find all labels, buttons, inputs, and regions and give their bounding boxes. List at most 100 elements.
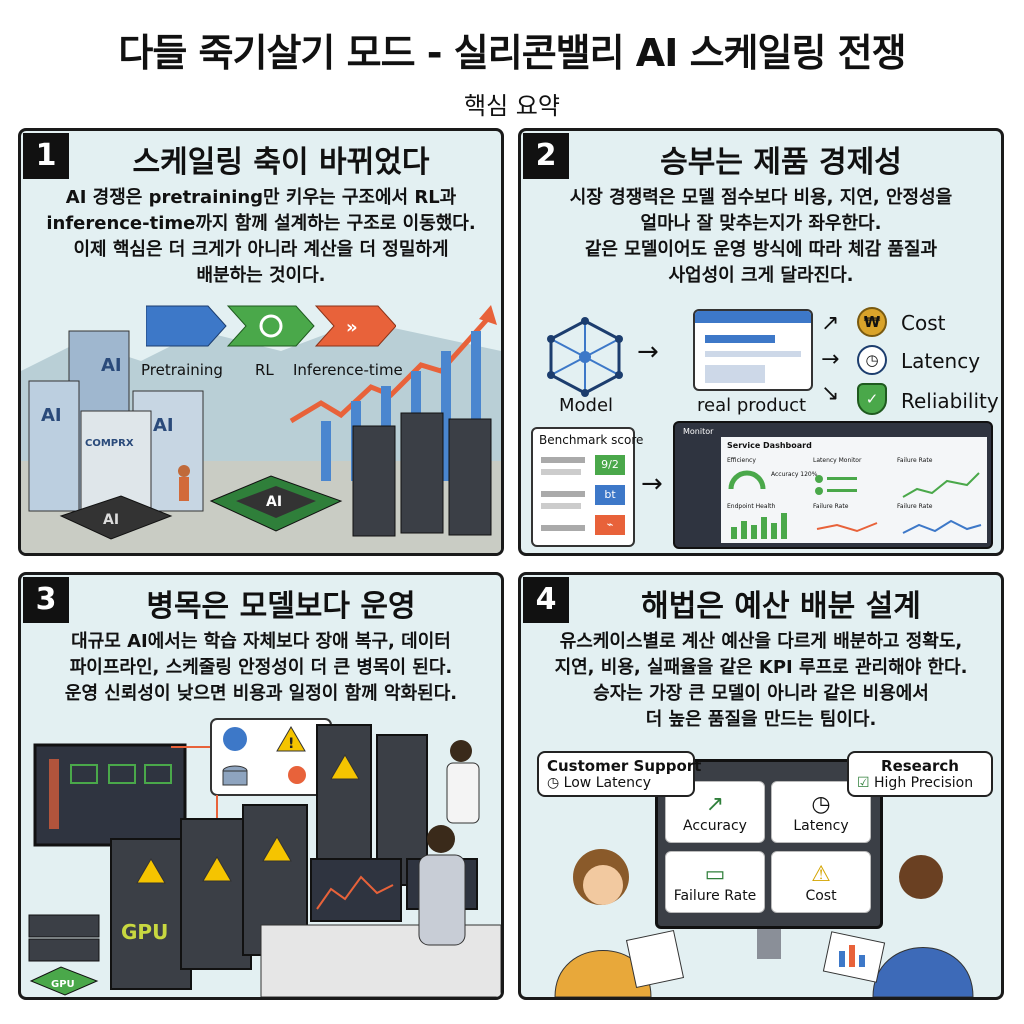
server-unit: [28, 914, 100, 938]
body-line: 파이프라인, 스케줄링 안정성이 더 큰 병목이 된다.: [69, 657, 453, 678]
panel-body: 시장 경쟁력은 모델 점수보다 비용, 지연, 안정성을 얼마나 잘 맞추는지가…: [531, 185, 991, 289]
server-rack: [448, 418, 492, 536]
coin-icon: ₩: [857, 307, 887, 337]
money-icon: ▭: [704, 862, 726, 887]
building-sign: COMPRX: [85, 438, 134, 449]
panel-number: 3: [23, 577, 69, 623]
panel-body: 유스케이스별로 계산 예산을 다르게 배분하고 정확도, 지연, 비용, 실패율…: [531, 629, 991, 733]
warning-icon: [136, 858, 166, 884]
bubble-subtitle-text: Low Latency: [563, 775, 652, 791]
step-label: Pretraining: [141, 361, 223, 379]
ai-chip: [59, 495, 173, 540]
body-line: 사업성이 크게 달라진다.: [668, 265, 854, 286]
arrow-right-icon: →: [637, 337, 659, 367]
scaling-illustration: AI AI AI COMPRX AI AI: [21, 305, 501, 553]
kpi-label: Failure Rate: [673, 888, 757, 904]
trend-up-icon: ↗: [705, 792, 725, 817]
monitor-stand: [757, 929, 781, 959]
page-subtitle: 핵심 요약: [464, 92, 560, 120]
arrow-icon: →: [821, 347, 840, 372]
panel-2: 2 승부는 제품 경제성 시장 경쟁력은 모델 점수보다 비용, 지연, 안정성…: [518, 128, 1004, 556]
building-sign: AI: [101, 355, 122, 376]
server-rack: [352, 425, 396, 537]
person-head: [178, 465, 190, 477]
operations-illustration: ! GPU GPU: [28, 718, 501, 997]
bubble-subtitle-text: High Precision: [874, 775, 974, 791]
body-line: 운영 신뢰성이 낮으면 비용과 일정이 함께 악화된다.: [64, 683, 458, 704]
man-face: [899, 855, 943, 899]
body-line: 같은 모델이어도 운영 방식에 따라 체감 품질과: [584, 239, 938, 260]
desk-monitor: [310, 858, 402, 922]
person-body: [418, 854, 466, 946]
kpi-label: Accuracy: [683, 818, 747, 834]
server-unit: [28, 938, 100, 962]
arrow-icon: ↘: [821, 381, 840, 406]
dashboard-card-title: Failure Rate: [897, 457, 933, 464]
warning-icon: [276, 726, 306, 752]
dashboard-charts: [728, 470, 982, 539]
panel-4: 4 해법은 예산 배분 설계 유스케이스별로 계산 예산을 다르게 배분하고 정…: [518, 572, 1004, 1000]
person-head: [427, 825, 455, 853]
panel-body: 대규모 AI에서는 학습 자체보다 장애 복구, 데이터 파이프라인, 스케줄링…: [31, 629, 491, 707]
technician-body: [446, 762, 480, 824]
dashboard-card-title: Latency Monitor: [813, 457, 862, 464]
bubble-subtitle: ☑ High Precision: [857, 775, 974, 791]
warning-icon: [202, 856, 232, 882]
body-line: 배분하는 것이다.: [196, 265, 326, 286]
panel-title: 해법은 예산 배분 설계: [641, 589, 921, 624]
dashboard-card-title: Efficiency: [727, 457, 756, 464]
broken-gear-icon: [288, 766, 306, 784]
gear-icon: [223, 727, 247, 751]
model-network-icon: [547, 317, 623, 397]
panel-title: 병목은 모델보다 운영: [146, 589, 416, 624]
body-line: 시장 경쟁력은 모델 점수보다 비용, 지연, 안정성을: [569, 187, 953, 208]
product-label: real product: [697, 395, 807, 416]
model-label: Model: [559, 395, 614, 416]
bar: [441, 351, 451, 481]
body-line: 승자는 가장 큰 모델이 아니라 같은 비용에서: [593, 683, 929, 704]
panel-number: 2: [523, 133, 569, 179]
warning-icon: [330, 754, 360, 780]
technician-head: [450, 740, 472, 762]
woman-face: [583, 865, 623, 905]
body-line: 이제 핵심은 더 크게가 아니라 계산을 더 정밀하게: [73, 239, 449, 260]
process-steps: »: [146, 305, 396, 347]
svg-text:!: !: [288, 736, 294, 752]
body-line: 얼마나 잘 맞추는지가 좌우한다.: [640, 213, 882, 234]
bubble-subtitle: ◷ Low Latency: [547, 775, 652, 791]
body-line: AI 경쟁은 pretraining만 키우는 구조에서 RL과: [65, 187, 457, 208]
body-line: 대규모 AI에서는 학습 자체보다 장애 복구, 데이터: [71, 631, 451, 652]
dashboard-card-title: Failure Rate: [897, 503, 933, 510]
person-body: [179, 477, 189, 501]
metric-label: Cost: [901, 311, 946, 335]
kpi-card: ▭ Failure Rate: [665, 851, 765, 913]
panel-number: 4: [523, 577, 569, 623]
warning-icon: ⚠: [811, 862, 831, 887]
body-line: inference-time까지 함께 설계하는 구조로 이동했다.: [46, 213, 476, 234]
cycle-icon: [259, 314, 283, 338]
panel-title: 스케일링 축이 바뀌었다: [132, 145, 430, 180]
bubble-title: Customer Support: [547, 757, 702, 775]
man-body: [872, 947, 974, 997]
inference-step: [314, 305, 396, 347]
benchmark-title: Benchmark score: [539, 433, 644, 447]
clock-icon: ◷: [811, 792, 831, 817]
pretraining-step: [146, 305, 227, 347]
score-badge: bt: [595, 485, 625, 505]
server-rack: [400, 412, 444, 534]
warning-icon: [262, 836, 292, 862]
fast-forward-icon: »: [346, 317, 358, 338]
panel-1: 1 스케일링 축이 바뀌었다 AI 경쟁은 pretraining만 키우는 구…: [18, 128, 504, 556]
metric-label: Latency: [901, 349, 981, 373]
page-title: 다들 죽기살기 모드 - 실리콘밸리 AI 스케일링 전쟁: [118, 31, 906, 75]
step-label: Inference-time: [293, 361, 403, 379]
metric-label: Reliability: [901, 389, 999, 413]
clock-icon: ◷: [857, 345, 887, 375]
speech-bubble-left: Customer Support ◷ Low Latency: [537, 751, 702, 797]
bar: [321, 421, 331, 481]
rl-step: [226, 305, 315, 347]
bubble-title: Research: [881, 757, 959, 775]
score-badge: ⌁: [595, 515, 625, 535]
accuracy-text: Accuracy 120%: [771, 471, 818, 478]
arrow-icon: ↗: [821, 311, 840, 336]
